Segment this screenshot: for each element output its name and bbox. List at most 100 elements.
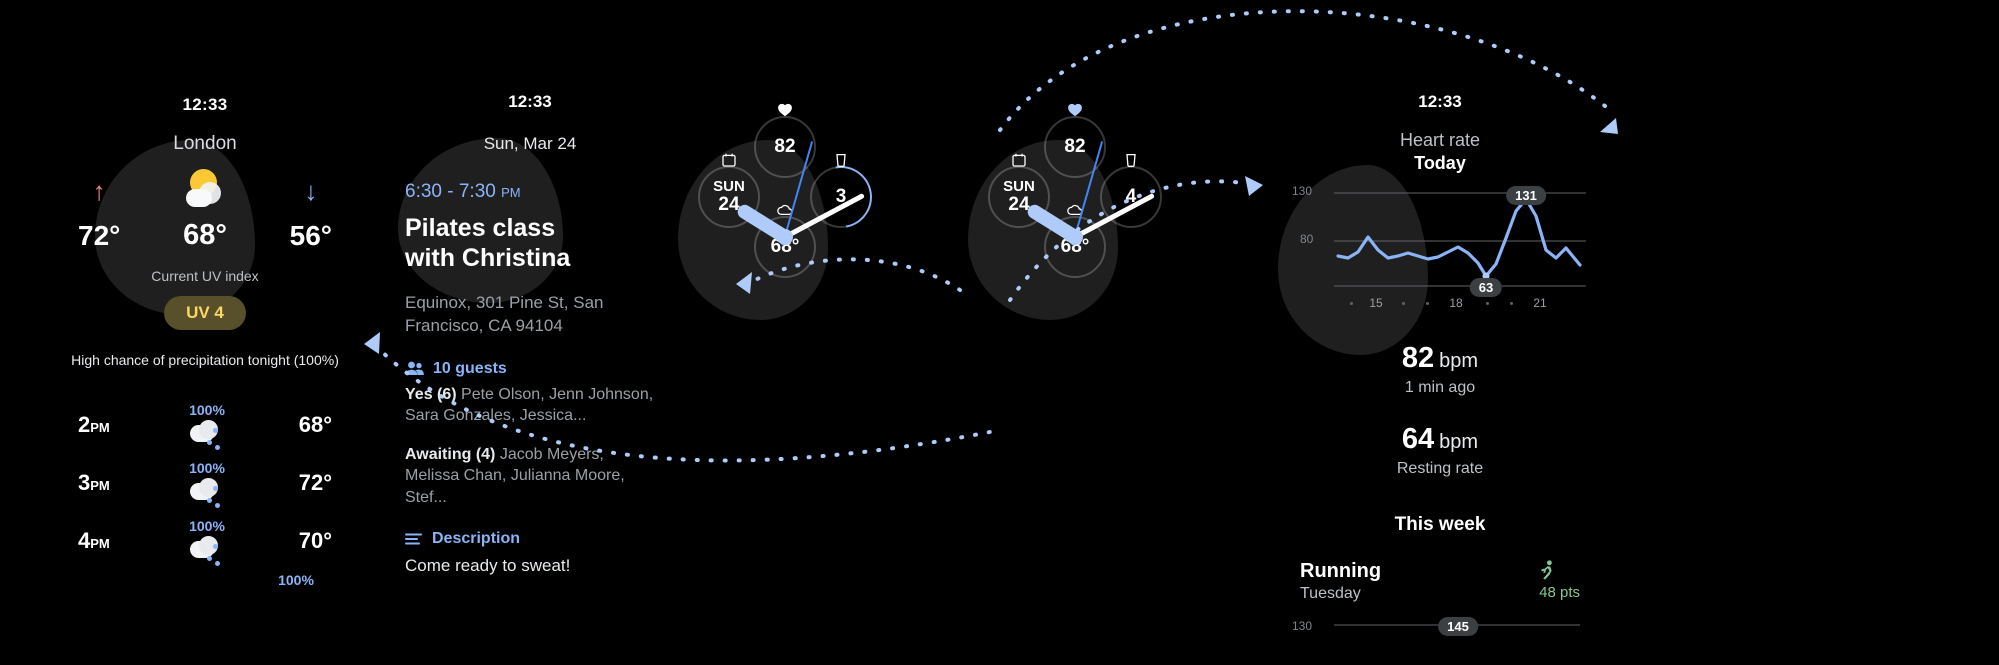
resting-bpm-unit: bpm	[1439, 431, 1479, 453]
x-tick-21: 21	[1533, 296, 1547, 310]
activity-name: Running	[1300, 560, 1382, 582]
calendar-event-panel: 12:33 Sun, Mar 24 6:30 - 7:30 PM Pilates…	[405, 92, 655, 576]
activity-day: Tuesday	[1300, 585, 1361, 602]
sun-behind-cloud-icon	[182, 167, 228, 213]
hourly-forecast-row[interactable]: 2PM 100% 68°	[60, 396, 350, 454]
event-address: Equinox, 301 Pine St, San Francisco, CA …	[405, 293, 604, 336]
hour-temp: 72°	[298, 470, 332, 496]
calendar-value: SUN 24	[713, 178, 745, 215]
people-icon	[405, 362, 424, 376]
x-tick-15: 15	[1369, 296, 1383, 310]
event-time: 12:33	[508, 92, 552, 111]
event-description-body: Come ready to sweat!	[405, 556, 571, 576]
event-date: Sun, Mar 24	[483, 134, 577, 153]
down-arrow-icon: ↓	[304, 176, 318, 206]
connector-arrowhead-bottom	[364, 332, 380, 354]
hour-precip-pct: 100%	[189, 459, 225, 476]
activity-row-running[interactable]: Running Tuesday 48 pts	[1290, 560, 1590, 603]
hourly-forecast-row[interactable]: 3PM 100% 72°	[60, 454, 350, 512]
weather-current-temp: 68°	[183, 219, 227, 251]
peak-value-badge: 131	[1506, 186, 1546, 205]
connector-arrowhead-middle	[1245, 176, 1263, 196]
complication-water[interactable]: 3	[797, 153, 885, 241]
heart-icon	[1068, 103, 1083, 117]
calendar-icon	[1012, 153, 1026, 167]
hour-precip-pct: 100%	[189, 401, 225, 418]
water-value: 3	[835, 186, 847, 207]
rain-cloud-icon	[188, 477, 226, 508]
rain-cloud-icon	[188, 419, 226, 450]
guest-count-label: 10 guests	[433, 359, 507, 377]
description-lines-icon	[405, 533, 422, 545]
heart-rate-value: 82	[1064, 136, 1086, 157]
complication-heart-rate[interactable]: 82	[1044, 103, 1106, 178]
current-bpm-value: 82	[1401, 342, 1435, 374]
running-icon	[1539, 560, 1580, 580]
heart-rate-subtitle: Today	[1414, 153, 1466, 173]
description-label: Description	[432, 530, 521, 548]
current-bpm-unit: bpm	[1439, 350, 1479, 372]
complication-calendar[interactable]: SUN 24	[698, 153, 760, 228]
guests-yes-list: Yes (6) Pete Olson, Jenn Johnson, Sara G…	[405, 385, 654, 425]
water-glass-icon	[1125, 153, 1137, 167]
event-guests-row[interactable]: 10 guests	[405, 360, 655, 378]
hour-time: 3PM	[78, 470, 110, 496]
weather-low-temp: 56°	[289, 220, 332, 251]
hour-temp: 70°	[298, 528, 332, 554]
up-arrow-icon: ↑	[92, 176, 106, 206]
event-title: Pilates class with Christina	[405, 214, 571, 272]
watch-face-b[interactable]: 82 SUN 24 4	[950, 103, 1200, 362]
uv-index-badge: UV 4	[164, 296, 246, 330]
weather-time: 12:33	[182, 95, 228, 114]
event-description-row[interactable]: Description	[405, 530, 655, 548]
heart-rate-value: 82	[774, 136, 796, 157]
watch-hands-hub	[777, 229, 793, 245]
heart-rate-chart: 130 80 131 63	[1290, 184, 1590, 297]
trough-value-badge: 63	[1469, 278, 1503, 297]
event-time-range: 6:30 - 7:30 PM	[405, 181, 521, 202]
weekly-peak-badge: 145	[1438, 617, 1478, 636]
rain-cloud-icon	[188, 535, 226, 566]
water-glass-icon	[835, 153, 847, 167]
weekly-y-tick-130: 130	[1292, 619, 1313, 633]
weather-high: ↑ 72°	[78, 168, 120, 252]
watch-face-a[interactable]: 82 SUN 24 3	[660, 103, 910, 362]
weather-low: ↓ 56°	[290, 168, 332, 252]
heart-rate-line-chart	[1334, 192, 1586, 287]
hour-temp: 68°	[298, 412, 332, 438]
watch-hands-hub	[1067, 229, 1083, 245]
x-tick-18: 18	[1449, 296, 1463, 310]
y-tick-80: 80	[1300, 232, 1314, 246]
this-week-heading: This week	[1394, 514, 1486, 535]
weather-high-temp: 72°	[78, 220, 121, 251]
activity-points: 48 pts	[1539, 584, 1580, 601]
hour-precip-pct: 100%	[189, 517, 225, 534]
weekly-chart: 130 145	[1290, 617, 1590, 659]
weather-current: 68°	[182, 167, 228, 252]
uv-index-label: Current UV index	[151, 268, 259, 284]
complication-heart-rate[interactable]: 82	[754, 103, 816, 178]
precipitation-note: High chance of precipitation tonight (10…	[71, 352, 339, 368]
hour-time: 4PM	[78, 528, 110, 554]
weather-panel: 12:33 London ↑ 72° 68° ↓ 56° Current UV …	[60, 95, 350, 588]
current-bpm-timestamp: 1 min ago	[1404, 379, 1476, 396]
calendar-icon	[722, 153, 736, 167]
y-tick-130: 130	[1292, 184, 1313, 198]
resting-bpm-label: Resting rate	[1396, 460, 1484, 477]
weather-temps-row: ↑ 72° 68° ↓ 56°	[60, 167, 350, 252]
guests-awaiting-list: Awaiting (4) Jacob Meyers, Melissa Chan,…	[405, 445, 625, 506]
hour-time: 2PM	[78, 412, 110, 438]
heart-rate-x-axis: 15 18 21	[1290, 296, 1590, 316]
hour-precip-pct-partial: 100%	[278, 572, 314, 589]
connector-arrowhead-top	[1600, 118, 1618, 134]
heart-rate-time: 12:33	[1418, 92, 1462, 111]
weather-city: London	[173, 133, 237, 154]
heart-rate-panel: 12:33 Heart rate Today 130 80 131 63 15 …	[1290, 92, 1590, 659]
hourly-forecast-list: 2PM 100% 68° 3PM 100%	[60, 396, 350, 589]
resting-bpm-value: 64	[1401, 423, 1435, 455]
hourly-forecast-row[interactable]: 4PM 100% 70°	[60, 512, 350, 570]
heart-rate-title: Heart rate	[1399, 130, 1481, 150]
